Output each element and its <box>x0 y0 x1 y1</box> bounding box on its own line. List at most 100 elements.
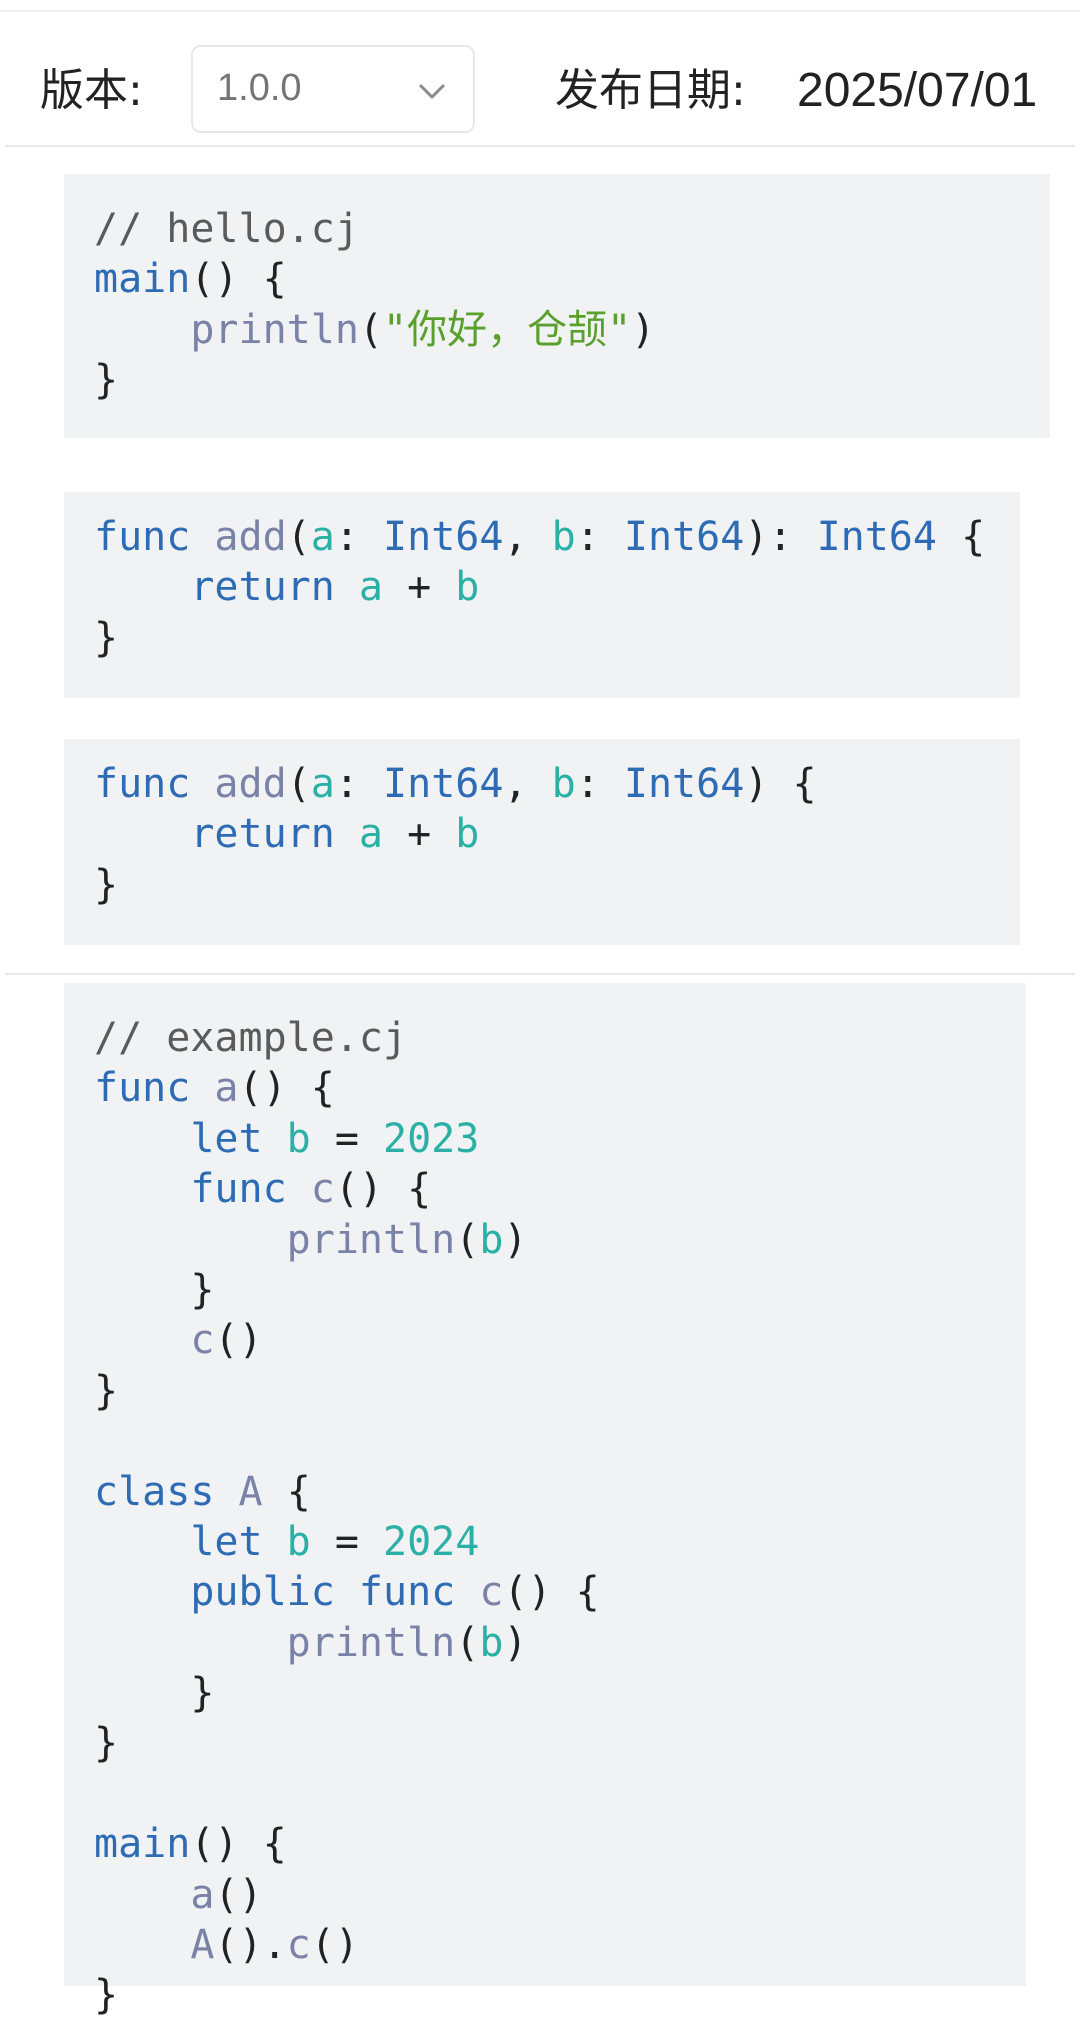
code-token: = <box>310 1115 384 1162</box>
code-line: } <box>94 1668 1026 1718</box>
code-token <box>335 1569 359 1615</box>
code-line: main() { <box>94 1819 1026 1869</box>
code-token: { <box>936 514 986 560</box>
code-token: ): <box>744 514 817 560</box>
code-token: func <box>94 1065 191 1112</box>
code-line: } <box>94 1265 1026 1315</box>
code-token <box>94 564 190 610</box>
code-token: println <box>286 1216 456 1263</box>
code-line <box>94 1416 1026 1466</box>
code-token: // example.cj <box>94 1015 408 1061</box>
code-token: } <box>94 1972 119 2019</box>
code-token: Int64 <box>383 761 504 807</box>
code-token: add <box>214 514 287 560</box>
code-token: = <box>310 1518 384 1565</box>
code-line: func add(a: Int64, b: Int64): Int64 { <box>94 512 1020 562</box>
code-token: a <box>358 564 384 611</box>
code-token: class <box>94 1468 215 1515</box>
code-line: println("你好，仓颉") <box>94 305 1050 355</box>
code-token: Int64 <box>623 761 745 807</box>
code-line: c() <box>94 1315 1026 1365</box>
code-token: ( <box>455 1216 480 1263</box>
code-token: ) <box>631 306 656 353</box>
code-token <box>455 1569 479 1615</box>
code-token: b <box>479 1216 504 1263</box>
code-line: } <box>94 355 1050 405</box>
code-token: () { <box>190 256 287 303</box>
code-line: } <box>94 613 1020 663</box>
code-token: () { <box>503 1569 600 1616</box>
code-token: + <box>383 811 456 858</box>
code-token: return <box>190 811 335 858</box>
version-select-value: 1.0.0 <box>217 67 302 109</box>
code-line: A().c() <box>94 1920 1026 1970</box>
code-line: main() { <box>94 254 1050 304</box>
code-line: func c() { <box>94 1164 1026 1214</box>
code-token: 2024 <box>383 1518 480 1565</box>
code-token: : <box>575 761 624 807</box>
code-token: } <box>94 1367 119 1414</box>
section-divider <box>5 973 1075 975</box>
code-token <box>94 1166 190 1212</box>
code-line: public func c() { <box>94 1567 1026 1617</box>
code-token: } <box>94 1720 119 1767</box>
code-token: c <box>286 1922 311 1969</box>
code-token: let <box>190 1115 263 1162</box>
code-token: println <box>190 306 359 353</box>
code-line: func add(a: Int64, b: Int64) { <box>94 759 1020 809</box>
code-token <box>94 1217 287 1263</box>
code-token: c <box>310 1166 335 1213</box>
code-token <box>214 1469 238 1515</box>
code-token: a <box>310 514 335 560</box>
code-token: func <box>190 1166 287 1213</box>
release-date-value: 2025/07/01 <box>797 64 1038 117</box>
code-token <box>94 1116 190 1162</box>
code-line: let b = 2024 <box>94 1517 1026 1567</box>
code-line: return a + b <box>94 562 1020 612</box>
code-line: let b = 2023 <box>94 1114 1026 1164</box>
code-line: a() <box>94 1870 1026 1920</box>
code-token: Int64 <box>383 514 504 560</box>
code-token: A <box>238 1468 263 1515</box>
code-token <box>94 1620 287 1666</box>
code-token: ( <box>455 1619 480 1666</box>
code-line <box>94 1769 1026 1819</box>
code-token: : <box>334 514 384 560</box>
top-divider <box>0 10 1080 12</box>
code-token: () { <box>334 1166 432 1213</box>
code-token: (). <box>214 1922 287 1969</box>
code-token: main <box>94 1821 191 1868</box>
code-token: , <box>503 514 552 560</box>
code-token: } <box>94 614 119 661</box>
code-token <box>263 1519 287 1565</box>
code-token: public <box>190 1569 335 1616</box>
code-token: , <box>503 761 552 807</box>
code-token: Int64 <box>623 514 745 560</box>
code-line: // example.cj <box>94 1013 1026 1063</box>
code-token: 2023 <box>383 1115 480 1162</box>
code-token: () <box>214 1871 263 1918</box>
release-date-label: 发布日期: <box>555 65 746 116</box>
version-label: 版本: <box>40 65 143 116</box>
code-token: func <box>94 514 191 560</box>
code-token: main <box>94 256 191 303</box>
code-token <box>94 1569 190 1615</box>
code-token: b <box>551 514 576 560</box>
code-token: () { <box>238 1065 335 1112</box>
code-token: : <box>575 514 624 560</box>
code-token <box>94 1317 190 1363</box>
version-select[interactable]: 1.0.0 <box>191 45 475 133</box>
code-token: } <box>94 861 119 908</box>
code-token: ( <box>358 306 383 353</box>
code-token <box>190 761 214 807</box>
code-token <box>190 1065 214 1111</box>
code-token <box>335 811 359 857</box>
code-token <box>94 1519 190 1565</box>
code-token: Int64 <box>816 514 937 560</box>
code-token: A <box>190 1922 215 1969</box>
code-token: b <box>286 1518 311 1565</box>
code-token: let <box>190 1518 263 1565</box>
code-token: func <box>94 761 191 807</box>
code-token <box>287 1166 311 1212</box>
